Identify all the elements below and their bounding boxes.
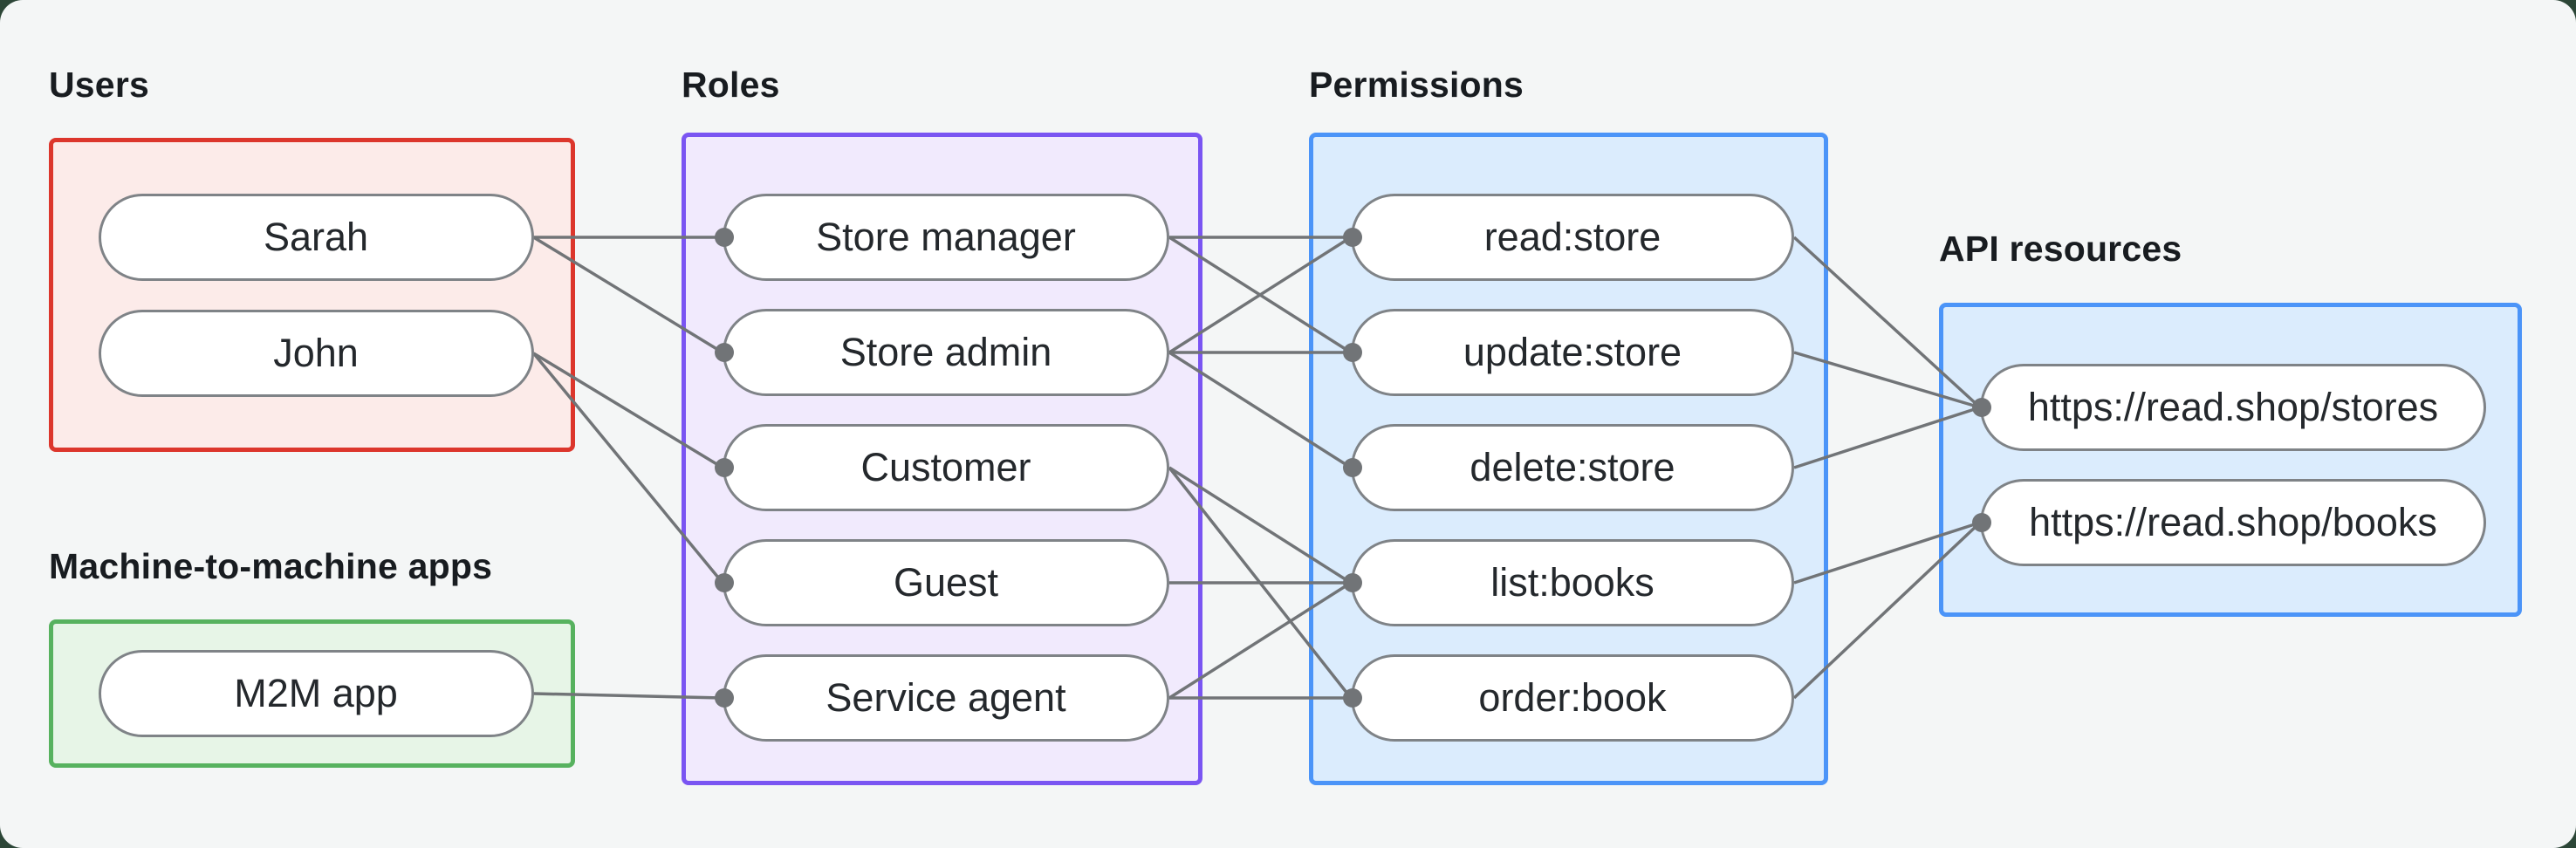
node-guest: Guest [723, 539, 1169, 626]
node-read-store: read:store [1351, 194, 1794, 281]
node-store-manager: Store manager [723, 194, 1169, 281]
node-john: John [98, 310, 534, 397]
node-store-admin: Store admin [723, 309, 1169, 396]
group-box-users [49, 138, 575, 452]
section-label: Permissions [1309, 65, 1524, 105]
section-label: Roles [682, 65, 780, 105]
section-label: Users [49, 65, 149, 105]
node-order-book: order:book [1351, 654, 1794, 742]
node-m2m-app: M2M app [98, 650, 534, 737]
node-sarah: Sarah [98, 194, 534, 281]
node-stores-api: https://read.shop/stores [1980, 364, 2486, 451]
section-label: API resources [1939, 229, 2182, 269]
node-update-store: update:store [1351, 309, 1794, 396]
node-customer: Customer [723, 424, 1169, 511]
section-label: Machine-to-machine apps [49, 546, 493, 586]
node-service-agent: Service agent [723, 654, 1169, 742]
node-list-books: list:books [1351, 539, 1794, 626]
